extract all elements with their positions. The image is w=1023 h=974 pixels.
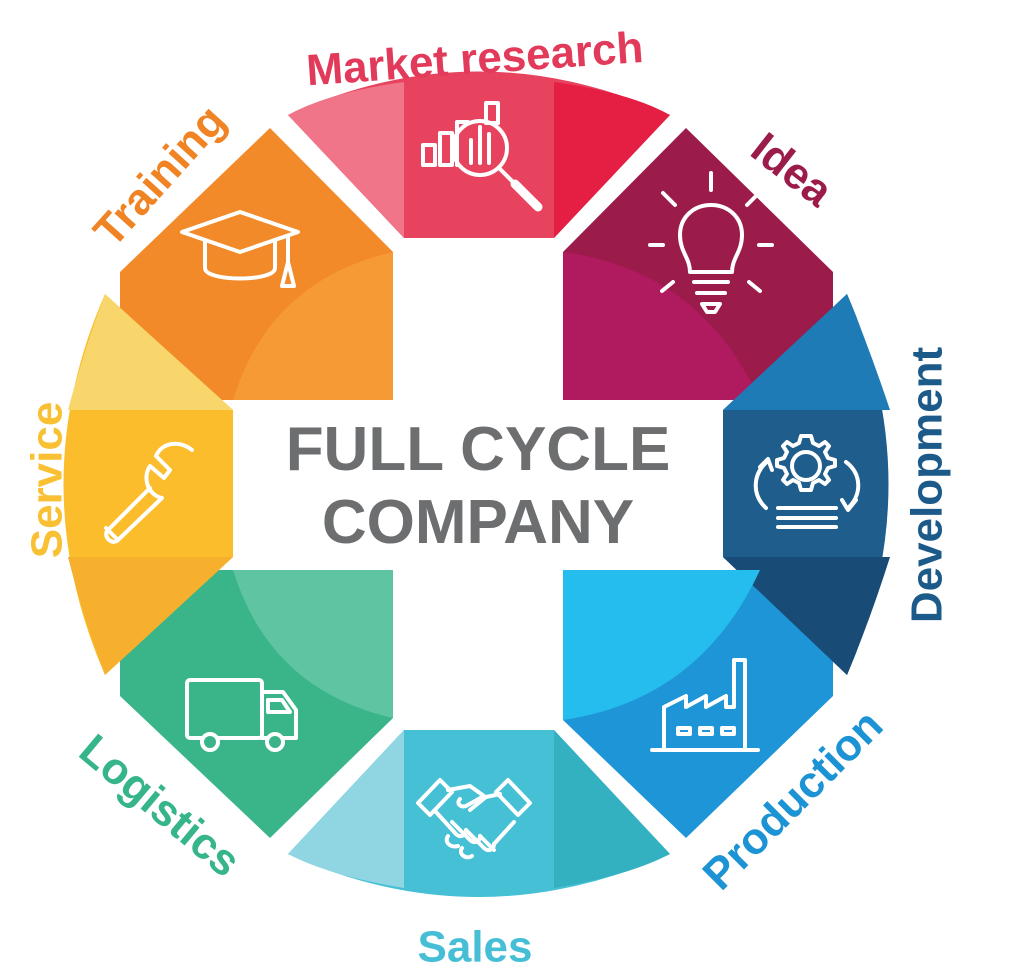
- label-service: Service: [23, 402, 72, 559]
- segment-market-research-shade: [288, 82, 404, 238]
- center-title: FULL CYCLE COMPANY: [286, 415, 671, 557]
- lightbulb-icon: [648, 171, 774, 314]
- segment-sales-shade: [288, 730, 404, 888]
- graduation-cap-icon: [180, 210, 300, 288]
- segment-development-shade: [723, 294, 890, 410]
- wrench-icon: [104, 441, 194, 544]
- segment-logistics-shade: [233, 570, 393, 718]
- segment-service-shade: [68, 557, 233, 675]
- segment-development-shade: [723, 557, 890, 675]
- segment-training-shade: [233, 252, 393, 400]
- segment-market-research-shade: [554, 82, 670, 238]
- segment-sales-shade: [554, 730, 670, 888]
- handshake-icon: [416, 778, 532, 860]
- segment-production-shade: [563, 570, 760, 720]
- factory-icon: [650, 658, 760, 752]
- label-development: Development: [903, 347, 952, 624]
- center-title-line-2: COMPANY: [322, 488, 634, 557]
- label-sales: Sales: [418, 923, 533, 972]
- center-title-line-1: FULL CYCLE: [286, 415, 671, 484]
- segment-idea-shade: [563, 252, 760, 400]
- gear-cycle-icon: [753, 434, 861, 529]
- truck-icon: [185, 678, 298, 752]
- market-research-icon: [421, 101, 543, 212]
- segment-service-shade: [68, 294, 233, 410]
- cycle-segments: [63, 71, 890, 897]
